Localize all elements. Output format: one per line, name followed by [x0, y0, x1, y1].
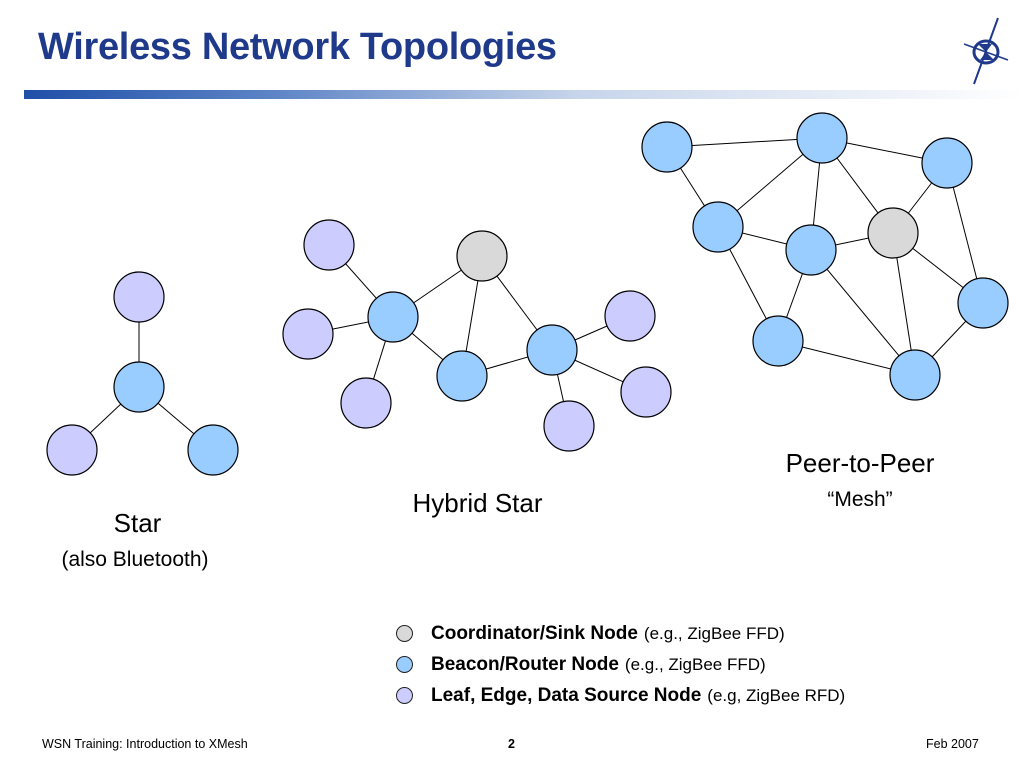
edge-layer: [71, 137, 984, 451]
router-node-m-d: [692, 201, 744, 253]
legend-row-leaf: Leaf, Edge, Data Source Node (e.g, ZigBe…: [396, 680, 845, 711]
coordinator-node-h-coordinator: [456, 230, 508, 282]
leaf-node-s-left: [46, 424, 98, 476]
star-sublabel: (also Bluetooth): [61, 548, 209, 571]
compass-logo-icon: [963, 17, 1009, 85]
footer-course-title: WSN Training: Introduction to XMesh: [42, 737, 248, 751]
router-node-m-g: [957, 277, 1009, 329]
router-node-h-router-mid: [436, 350, 488, 402]
slide-title: Wireless Network Topologies: [38, 26, 557, 68]
router-node-h-router-left: [367, 291, 419, 343]
leaf-node-h-leaf-mid: [282, 308, 334, 360]
router-node-m-a: [641, 121, 693, 173]
router-node-h-router-right: [526, 324, 578, 376]
mesh-edge-m-e-m-i: [810, 249, 916, 376]
legend-detail: (e.g, ZigBee RFD): [707, 685, 846, 705]
leaf-node-h-leaf-right: [620, 366, 672, 418]
router-node-m-i: [889, 349, 941, 401]
leaf-dot-icon: [396, 687, 413, 704]
peer-to-peer-label: Peer-to-Peer: [785, 448, 935, 478]
mesh-edge-m-a-m-b: [666, 137, 823, 148]
leaf-node-h-leaf-bottom-left: [340, 377, 392, 429]
legend-label: Leaf, Edge, Data Source Node: [431, 684, 702, 706]
coordinator-dot-icon: [396, 625, 413, 642]
legend-label: Coordinator/Sink Node: [431, 622, 638, 644]
hybrid-star-label: Hybrid Star: [412, 488, 543, 518]
footer-date: Feb 2007: [926, 737, 979, 751]
title-underline-bar: [24, 90, 1024, 99]
legend-row-router: Beacon/Router Node (e.g., ZigBee FFD): [396, 649, 845, 680]
legend-label: Beacon/Router Node: [431, 653, 619, 675]
router-dot-icon: [396, 656, 413, 673]
node-legend: Coordinator/Sink Node (e.g., ZigBee FFD)…: [396, 618, 845, 711]
router-node-s-center: [113, 361, 165, 413]
router-node-m-c: [921, 137, 973, 189]
router-node-m-e: [785, 224, 837, 276]
legend-detail: (e.g., ZigBee FFD): [643, 623, 785, 643]
mesh-sublabel: “Mesh”: [827, 488, 893, 511]
leaf-node-h-leaf-top: [303, 219, 355, 271]
legend-row-coordinator: Coordinator/Sink Node (e.g., ZigBee FFD): [396, 618, 845, 649]
coordinator-node-m-f: [867, 207, 919, 259]
router-node-m-b: [796, 112, 848, 164]
leaf-node-h-leaf-right-top: [604, 290, 656, 342]
legend-detail: (e.g., ZigBee FFD): [624, 654, 766, 674]
router-node-s-right: [187, 424, 239, 476]
node-layer: [46, 112, 1009, 476]
router-node-m-h: [752, 315, 804, 367]
page-number: 2: [508, 737, 515, 751]
star-label: Star: [113, 508, 162, 538]
leaf-node-s-top: [113, 271, 165, 323]
leaf-node-h-leaf-bottom-right: [543, 400, 595, 452]
